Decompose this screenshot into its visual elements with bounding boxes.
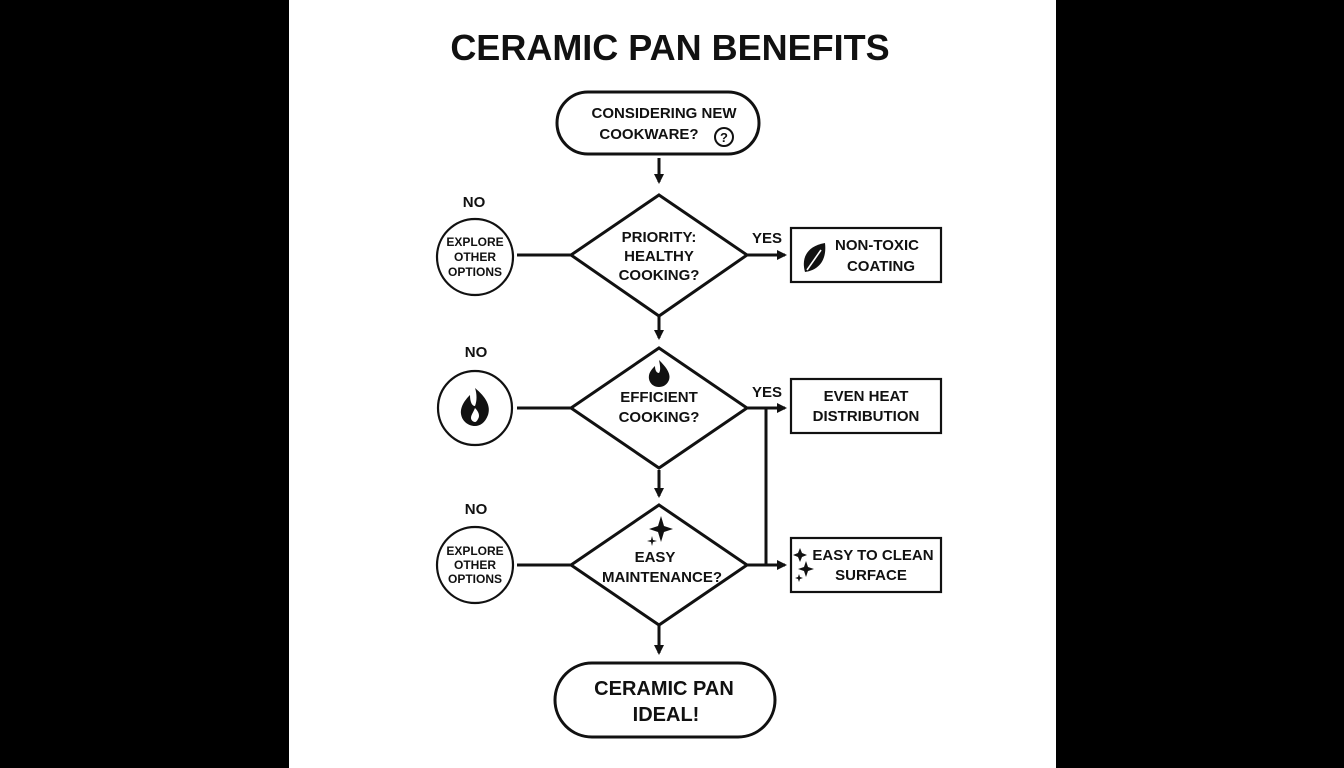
- decision3-line2: MAINTENANCE?: [602, 569, 722, 586]
- benefit-easy-to-clean: EASY TO CLEAN SURFACE: [789, 536, 943, 594]
- benefit2-line1: EVEN HEAT: [824, 388, 909, 405]
- decision1-line2: HEALTHY: [624, 248, 694, 265]
- flowchart: CERAMIC PAN BENEFITS CONSIDERING NEW COO…: [435, 27, 943, 739]
- decision2-line2: COOKING?: [619, 409, 700, 426]
- no-label-3: NO: [465, 501, 488, 518]
- question-circle-icon: ?: [714, 127, 734, 147]
- decision-efficient-cooking: EFFICIENT COOKING?: [568, 346, 750, 470]
- end-label-line2: IDEAL!: [633, 704, 700, 726]
- leaf-icon: [803, 243, 826, 272]
- benefit1-line1: NON-TOXIC: [835, 237, 919, 254]
- benefit-non-toxic-coating: NON-TOXIC COATING: [789, 226, 943, 284]
- start-label-line1: CONSIDERING NEW: [591, 105, 737, 122]
- end-label-line1: CERAMIC PAN: [594, 678, 734, 700]
- no-outcome1-line1: EXPLORE: [446, 235, 503, 249]
- benefit2-line2: DISTRIBUTION: [813, 408, 920, 425]
- decision2-line1: EFFICIENT: [620, 389, 698, 406]
- no-outcome1-line2: OTHER: [454, 250, 496, 264]
- no-outcome3-line2: OTHER: [454, 558, 496, 572]
- no-outcome-flame: [436, 369, 514, 447]
- yes-label-2: YES: [752, 384, 782, 401]
- decision1-line3: COOKING?: [619, 267, 700, 284]
- sparkle-icon: [793, 548, 814, 582]
- start-label-line2: COOKWARE?: [599, 126, 698, 143]
- no-outcome3-line3: OPTIONS: [448, 572, 502, 586]
- yes-label-1: YES: [752, 230, 782, 247]
- no-outcome1-line3: OPTIONS: [448, 265, 502, 279]
- flame-icon: [460, 388, 489, 426]
- no-outcome-explore-1: EXPLORE OTHER OPTIONS: [435, 217, 515, 297]
- page-title: CERAMIC PAN BENEFITS: [450, 27, 889, 68]
- benefit1-line2: COATING: [847, 258, 915, 275]
- flame-icon: [648, 360, 670, 387]
- decision1-line1: PRIORITY:: [622, 229, 697, 246]
- no-outcome-explore-3: EXPLORE OTHER OPTIONS: [435, 525, 515, 605]
- end-node: CERAMIC PAN IDEAL!: [553, 661, 777, 739]
- sparkle-icon: [647, 516, 673, 546]
- decision3-line1: EASY: [635, 549, 676, 566]
- no-outcome3-line1: EXPLORE: [446, 544, 503, 558]
- benefit3-line2: SURFACE: [835, 567, 907, 584]
- start-node: CONSIDERING NEW COOKWARE? ?: [555, 90, 761, 156]
- diagram-canvas: CERAMIC PAN BENEFITS CONSIDERING NEW COO…: [289, 0, 1056, 768]
- decision-easy-maintenance: EASY MAINTENANCE?: [568, 503, 750, 627]
- no-label-1: NO: [463, 194, 486, 211]
- no-label-2: NO: [465, 344, 488, 361]
- benefit-even-heat-distribution: EVEN HEAT DISTRIBUTION: [789, 377, 943, 435]
- decision-healthy-cooking: PRIORITY: HEALTHY COOKING?: [568, 193, 750, 318]
- benefit3-line1: EASY TO CLEAN: [812, 547, 933, 564]
- svg-text:?: ?: [720, 130, 728, 145]
